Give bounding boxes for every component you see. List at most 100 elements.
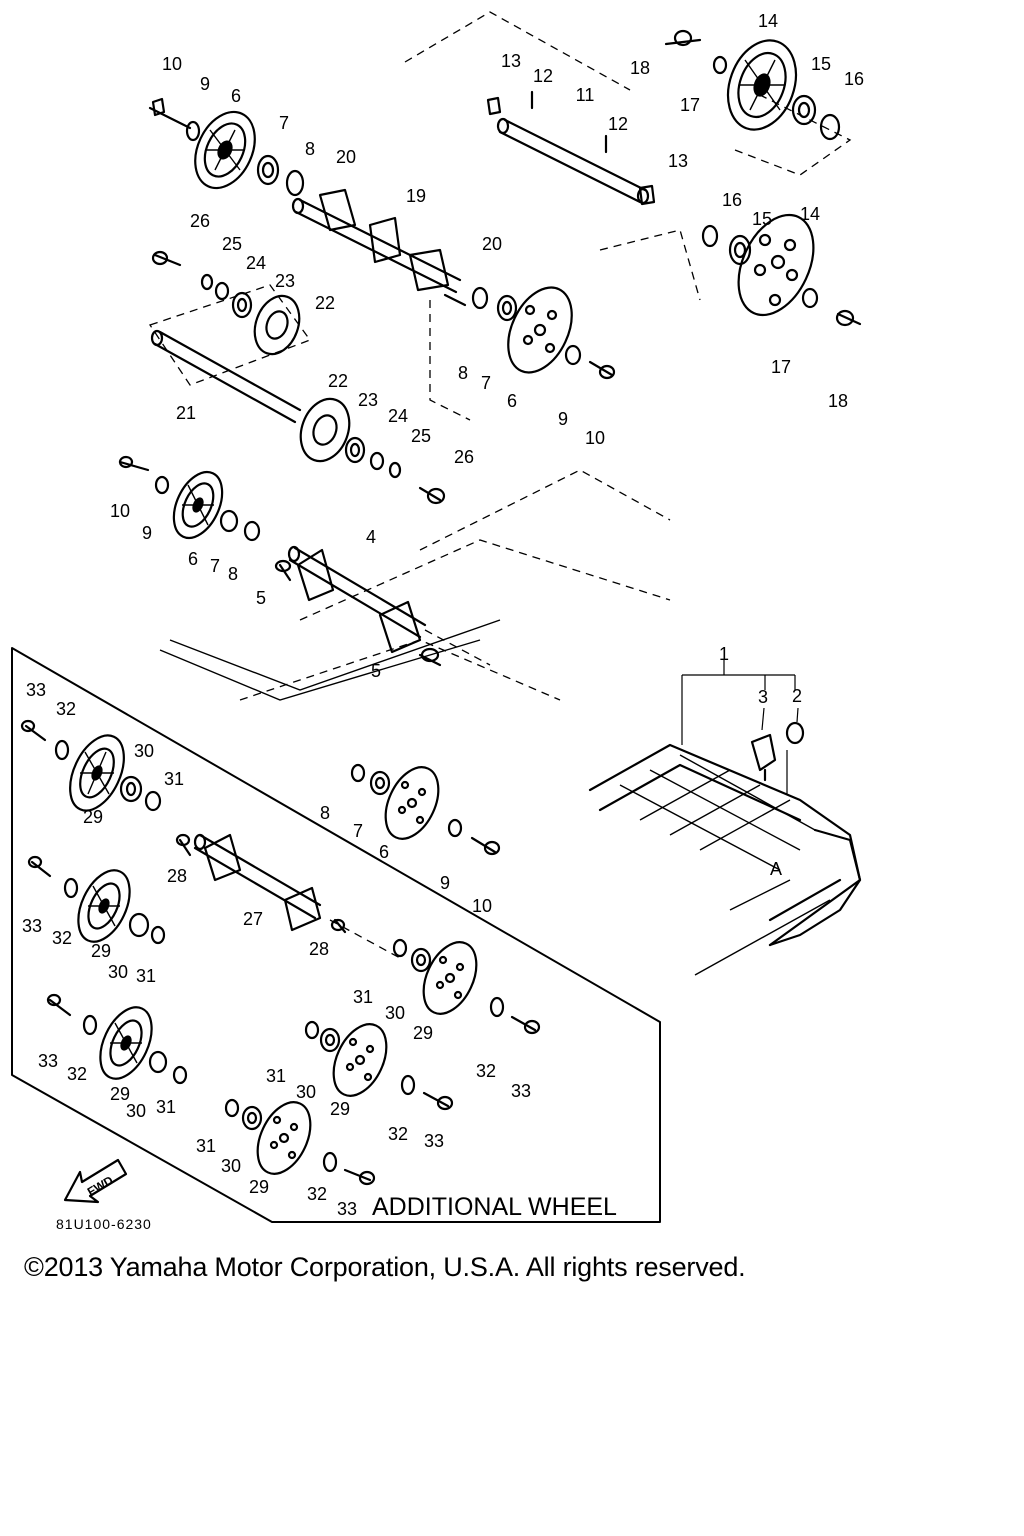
nut-31-d bbox=[172, 1065, 188, 1085]
circlip-16-lower bbox=[701, 224, 719, 248]
callout-number: 24 bbox=[388, 406, 408, 426]
callout-number: 31 bbox=[266, 1066, 286, 1086]
callout-number: 3 bbox=[758, 687, 768, 707]
callout-number: 14 bbox=[758, 11, 778, 31]
callout-number: 21 bbox=[176, 403, 196, 423]
washer-17-upper bbox=[712, 55, 728, 75]
bearing-30-e bbox=[319, 1027, 341, 1053]
bearing-7-upper bbox=[256, 154, 280, 186]
callout-number: 30 bbox=[385, 1003, 405, 1023]
callout-number: 29 bbox=[330, 1099, 350, 1119]
bolt-28-upper bbox=[175, 833, 192, 857]
bolt-33-c bbox=[46, 993, 72, 1017]
nut-31-c bbox=[392, 938, 408, 958]
bolt-33-b bbox=[27, 855, 52, 878]
callout-number: 15 bbox=[752, 209, 772, 229]
callout-number: 29 bbox=[249, 1177, 269, 1197]
callout-number: 15 bbox=[811, 54, 831, 74]
callout-number: 29 bbox=[91, 941, 111, 961]
bolt-18-upper bbox=[664, 29, 702, 47]
callout-number: 23 bbox=[358, 390, 378, 410]
bolt-33-d bbox=[510, 1015, 541, 1035]
callout-number: 10 bbox=[162, 54, 182, 74]
callout-number: 10 bbox=[472, 896, 492, 916]
bolt-10-upper bbox=[148, 97, 192, 130]
ring-8-upper bbox=[285, 169, 305, 197]
callout-number: 33 bbox=[22, 916, 42, 936]
idler-wheel-6-middle bbox=[172, 470, 224, 540]
wheel-29-d bbox=[99, 1006, 153, 1080]
wheel-29-c bbox=[422, 941, 478, 1015]
callout-number: 29 bbox=[83, 807, 103, 827]
bolt-10-center bbox=[588, 360, 616, 380]
callout-number: 7 bbox=[279, 113, 289, 133]
collar-25-upper bbox=[200, 273, 214, 291]
bolt-18-lower bbox=[835, 309, 862, 327]
callout-number: 32 bbox=[67, 1064, 87, 1084]
callout-number: 20 bbox=[336, 147, 356, 167]
washer-9-center bbox=[564, 344, 582, 366]
bolt-33-f bbox=[343, 1168, 376, 1186]
forward-arrow-icon: FWD bbox=[63, 1158, 128, 1204]
circlip-16-upper bbox=[819, 113, 841, 141]
callout-number: 10 bbox=[110, 501, 130, 521]
washer-32-b bbox=[63, 877, 79, 899]
callout-number: 30 bbox=[126, 1101, 146, 1121]
callout-number: 33 bbox=[337, 1199, 357, 1219]
callout-number: 7 bbox=[210, 556, 220, 576]
callout-number: 13 bbox=[501, 51, 521, 71]
callout-number: 9 bbox=[142, 523, 152, 543]
washer-9-additional bbox=[447, 818, 463, 838]
callout-number: 16 bbox=[722, 190, 742, 210]
callout-number: 8 bbox=[320, 803, 330, 823]
nut-31-f bbox=[224, 1098, 240, 1118]
callout-number: 9 bbox=[440, 873, 450, 893]
callout-number: 6 bbox=[231, 86, 241, 106]
callout-number: 30 bbox=[108, 962, 128, 982]
ring-8-middle bbox=[243, 520, 261, 542]
callout-number: 8 bbox=[458, 363, 468, 383]
callout-number: 6 bbox=[507, 391, 517, 411]
callout-number: 14 bbox=[800, 204, 820, 224]
callout-number: 32 bbox=[476, 1061, 496, 1081]
callout-number: 30 bbox=[134, 741, 154, 761]
bearing-7-middle bbox=[219, 509, 239, 533]
bearing-15-lower bbox=[728, 234, 752, 266]
callout-number: 17 bbox=[771, 357, 791, 377]
bracket-27 bbox=[193, 833, 401, 959]
callout-number: 28 bbox=[167, 866, 187, 886]
nut-31-e bbox=[304, 1020, 320, 1040]
callout-number: 9 bbox=[558, 409, 568, 429]
callout-number: 29 bbox=[413, 1023, 433, 1043]
callout-number: 12 bbox=[608, 114, 628, 134]
callout-number: 18 bbox=[630, 58, 650, 78]
callout-number: 19 bbox=[406, 186, 426, 206]
nut-31-a bbox=[144, 790, 162, 812]
callout-number: 27 bbox=[243, 909, 263, 929]
callout-number: 31 bbox=[353, 987, 373, 1007]
callout-number: 11 bbox=[576, 85, 595, 105]
callout-number: 31 bbox=[196, 1136, 216, 1156]
callout-number: 16 bbox=[844, 69, 864, 89]
axle-housing-19 bbox=[291, 188, 462, 294]
bearing-30-d bbox=[148, 1050, 168, 1074]
bearing-7-center bbox=[496, 294, 518, 322]
bolt-5-lower bbox=[418, 647, 442, 667]
ring-8-center bbox=[471, 286, 489, 310]
callout-number: 7 bbox=[353, 821, 363, 841]
clip-3 bbox=[750, 733, 777, 782]
callout-number: 6 bbox=[379, 842, 389, 862]
wheel-29-b bbox=[77, 869, 131, 943]
bolt-33-e bbox=[422, 1091, 454, 1111]
wheel-29-e bbox=[332, 1023, 388, 1097]
callout-number: 31 bbox=[156, 1097, 176, 1117]
washer-32-e bbox=[400, 1074, 416, 1096]
callout-number: 18 bbox=[828, 391, 848, 411]
callout-number: 1 bbox=[719, 644, 729, 664]
track-assembly-1 bbox=[588, 743, 862, 976]
bolt-33-a bbox=[20, 719, 47, 742]
spacer-20 bbox=[443, 293, 467, 307]
callout-number: 8 bbox=[305, 139, 315, 159]
callout-number: 5 bbox=[371, 661, 381, 681]
